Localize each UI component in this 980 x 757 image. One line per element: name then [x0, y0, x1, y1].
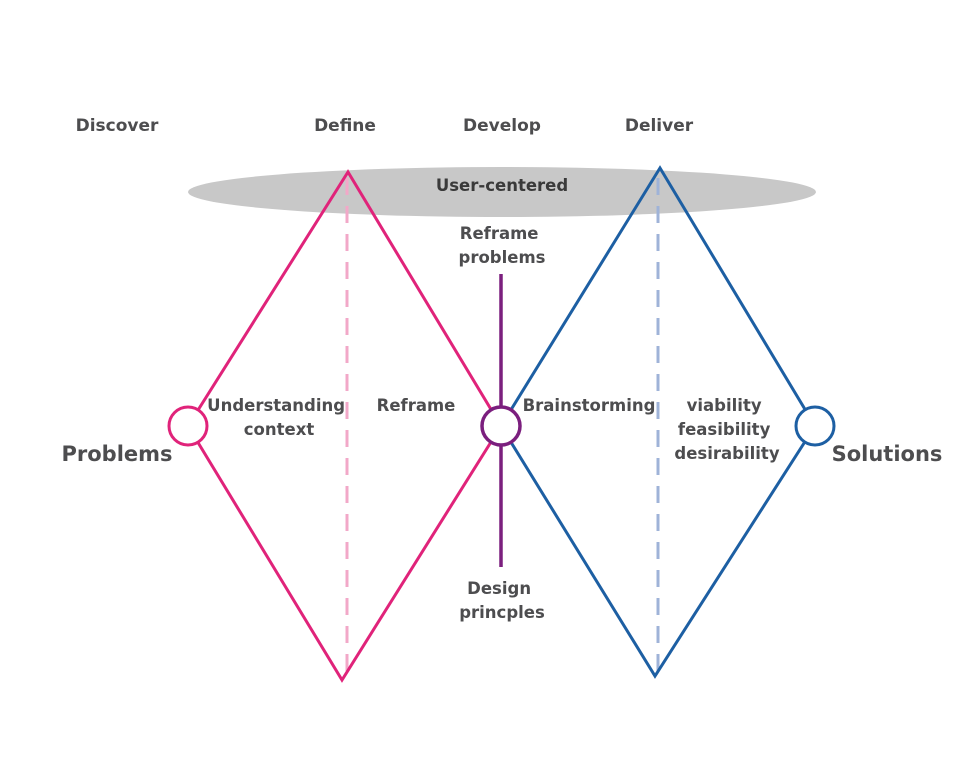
- understanding-context-label: Understanding context: [207, 396, 351, 439]
- discover-define-diamond: [186, 169, 503, 683]
- phase-discover-label: Discover: [76, 116, 159, 136]
- reframe-problems-label: Reframe problems: [459, 224, 546, 267]
- phase-develop-label: Develop: [463, 116, 541, 136]
- center-node: [480, 405, 522, 447]
- reframe-label: Reframe: [377, 396, 456, 415]
- design-principles-label: Design princples: [459, 579, 545, 622]
- phase-deliver-label: Deliver: [625, 116, 694, 136]
- phase-define-label: Define: [314, 116, 376, 136]
- brainstorming-label: Brainstorming: [523, 396, 656, 415]
- problems-label: Problems: [61, 442, 172, 466]
- solutions-label: Solutions: [832, 442, 943, 466]
- solutions-node: [794, 405, 836, 447]
- user-centered-label: User-centered: [436, 176, 568, 195]
- criteria-label: viability feasibility desirability: [674, 396, 779, 463]
- problems-node: [167, 405, 209, 447]
